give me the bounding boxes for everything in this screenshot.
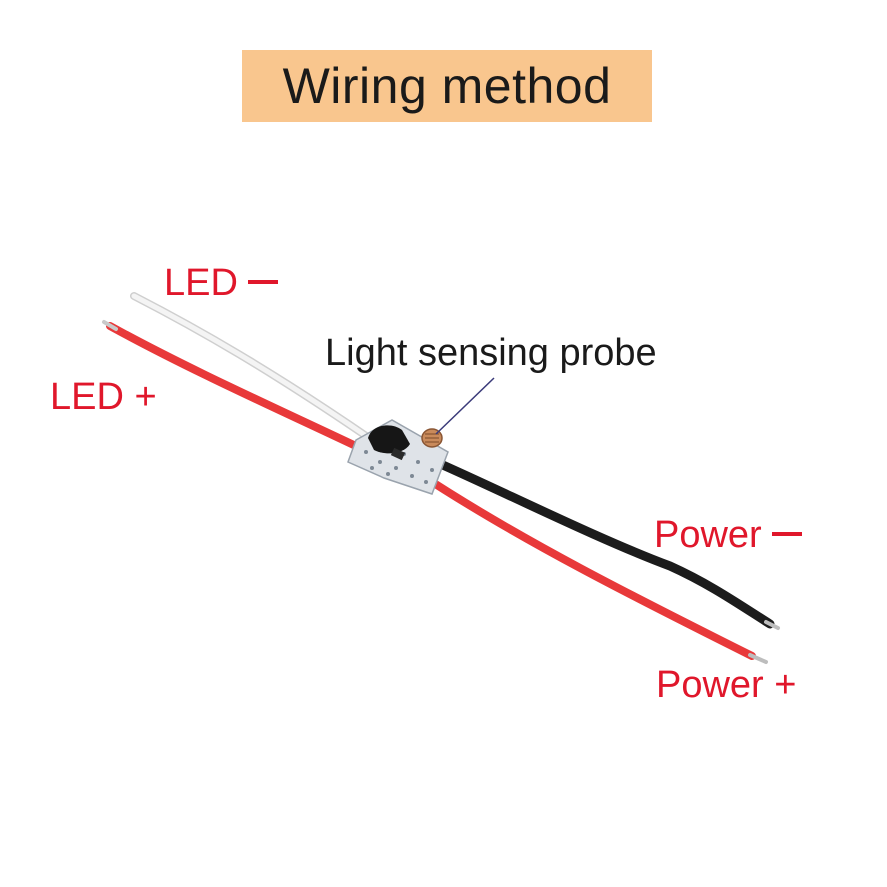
minus-dash bbox=[771, 531, 802, 536]
page-title: Wiring method bbox=[282, 58, 612, 114]
power-plus-label: Power + bbox=[656, 664, 797, 706]
led-plus-label: LED + bbox=[50, 376, 157, 418]
white-wire-core bbox=[131, 293, 375, 443]
red-wire-led-tip bbox=[102, 320, 118, 331]
red-wire-power bbox=[416, 470, 756, 660]
power-minus-label: Power bbox=[654, 516, 802, 554]
black-wire-tip bbox=[764, 620, 780, 630]
probe-label: Light sensing probe bbox=[325, 332, 657, 374]
probe-callout-line bbox=[435, 377, 495, 435]
red-wire-power-tip bbox=[748, 653, 768, 664]
title-banner: Wiring method bbox=[242, 50, 652, 122]
red-wire-led bbox=[106, 322, 364, 452]
minus-dash bbox=[247, 279, 278, 284]
led-minus-label: LED bbox=[164, 264, 278, 302]
black-wire bbox=[431, 457, 775, 629]
